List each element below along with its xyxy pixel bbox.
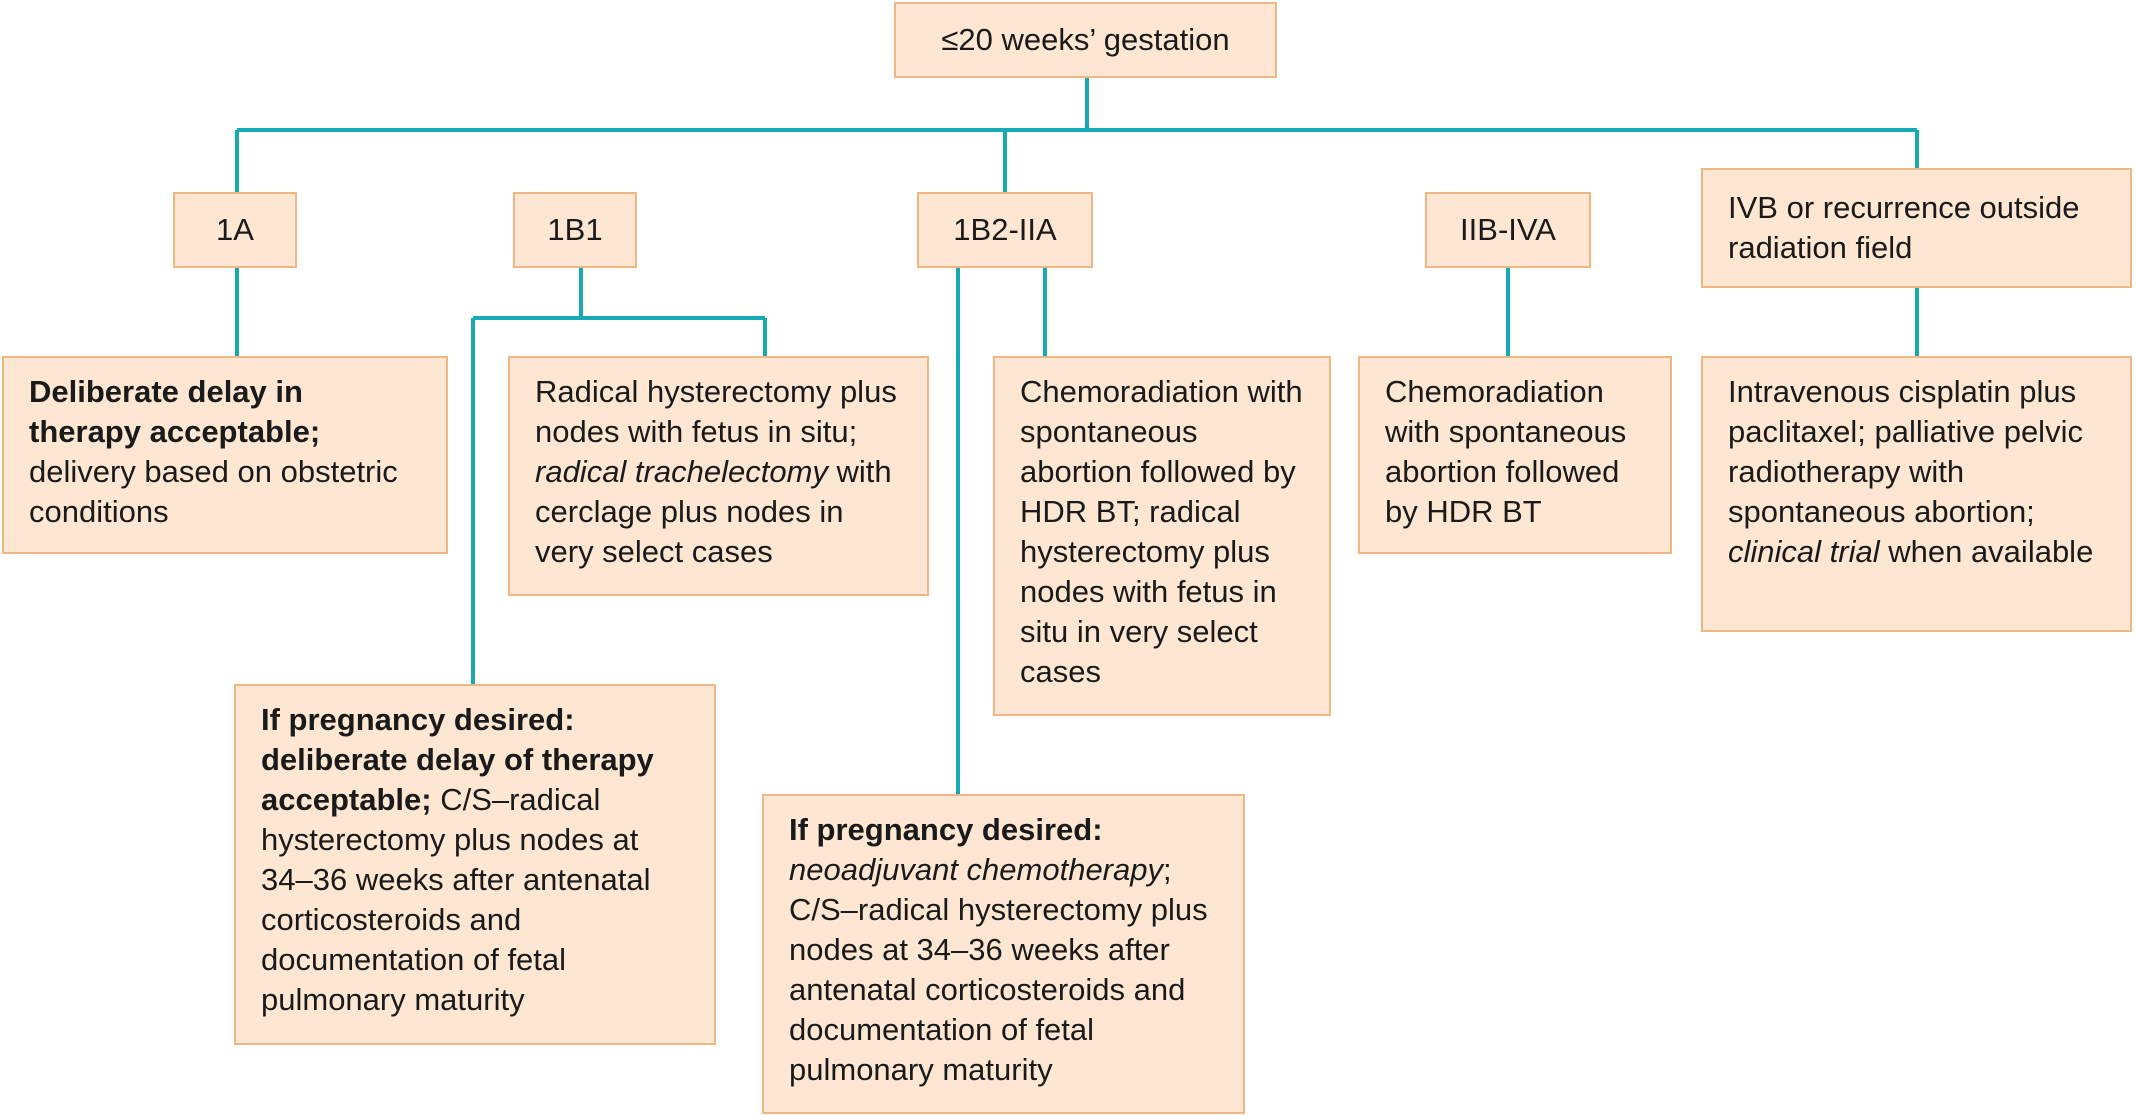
outcome-1b2-chemo: Chemoradiation with spontaneous abortion… <box>993 356 1331 716</box>
stage-1b2-iia: 1B2-IIA <box>917 192 1093 268</box>
outcome-iib-iva-text: Chemoradiation with spontaneous abortion… <box>1385 374 1627 529</box>
outcome-1b2-pregnancy-bold: If pregnancy desired: <box>789 812 1103 847</box>
stage-iib-iva-label: IIB-IVA <box>1460 212 1556 247</box>
stage-1b1-label: 1B1 <box>547 212 603 247</box>
outcome-1b1-pregnancy-bold: If pregnancy desired: deliberate delay o… <box>261 702 654 817</box>
outcome-1b1-pregnancy-text: C/S–radical hysterectomy plus nodes at 3… <box>261 782 651 1017</box>
outcome-1a: Deliberate delay in therapy acceptable; … <box>2 356 448 554</box>
outcome-1b2-chemo-text: Chemoradiation with spontaneous abortion… <box>1020 374 1303 689</box>
outcome-1b1-surgery: Radical hysterectomy plus nodes with fet… <box>508 356 929 596</box>
outcome-1b2-pregnancy: If pregnancy desired: neoadjuvant chemoth… <box>762 794 1245 1114</box>
outcome-1b2-pregnancy-text: ; C/S–radical hysterectomy plus nodes at… <box>789 852 1208 1087</box>
outcome-ivb-italic: clinical trial <box>1728 534 1880 569</box>
stage-1b2-iia-label: 1B2-IIA <box>953 212 1057 247</box>
stage-1a: 1A <box>173 192 297 268</box>
outcome-1b1-pregnancy: If pregnancy desired: deliberate delay o… <box>234 684 716 1045</box>
stage-1b1: 1B1 <box>513 192 637 268</box>
root-label: ≤20 weeks’ gestation <box>941 22 1230 57</box>
outcome-ivb-text2: when available <box>1879 534 2094 569</box>
outcome-1a-bold: Deliberate delay in therapy acceptable; <box>29 374 321 449</box>
outcome-1b2-pregnancy-italic: neoadjuvant chemotherapy <box>789 852 1163 887</box>
stage-1a-label: 1A <box>216 212 254 247</box>
root-node: ≤20 weeks’ gestation <box>894 2 1277 78</box>
stage-ivb: IVB or recurrence outside radiation fiel… <box>1701 168 2132 288</box>
outcome-ivb-text1: Intravenous cisplatin plus paclitaxel; p… <box>1728 374 2083 529</box>
outcome-ivb: Intravenous cisplatin plus paclitaxel; p… <box>1701 356 2132 632</box>
stage-ivb-label: IVB or recurrence outside radiation fiel… <box>1728 190 2080 265</box>
outcome-iib-iva: Chemoradiation with spontaneous abortion… <box>1358 356 1672 554</box>
outcome-1a-text: delivery based on obstetric conditions <box>29 454 398 529</box>
stage-iib-iva: IIB-IVA <box>1425 192 1591 268</box>
outcome-1b1-surgery-text1: Radical hysterectomy plus nodes with fet… <box>535 374 897 449</box>
outcome-1b1-surgery-italic: radical trachelectomy <box>535 454 828 489</box>
outcome-1b1-surgery-text2: with cerclage plus nodes in very select … <box>535 454 892 569</box>
